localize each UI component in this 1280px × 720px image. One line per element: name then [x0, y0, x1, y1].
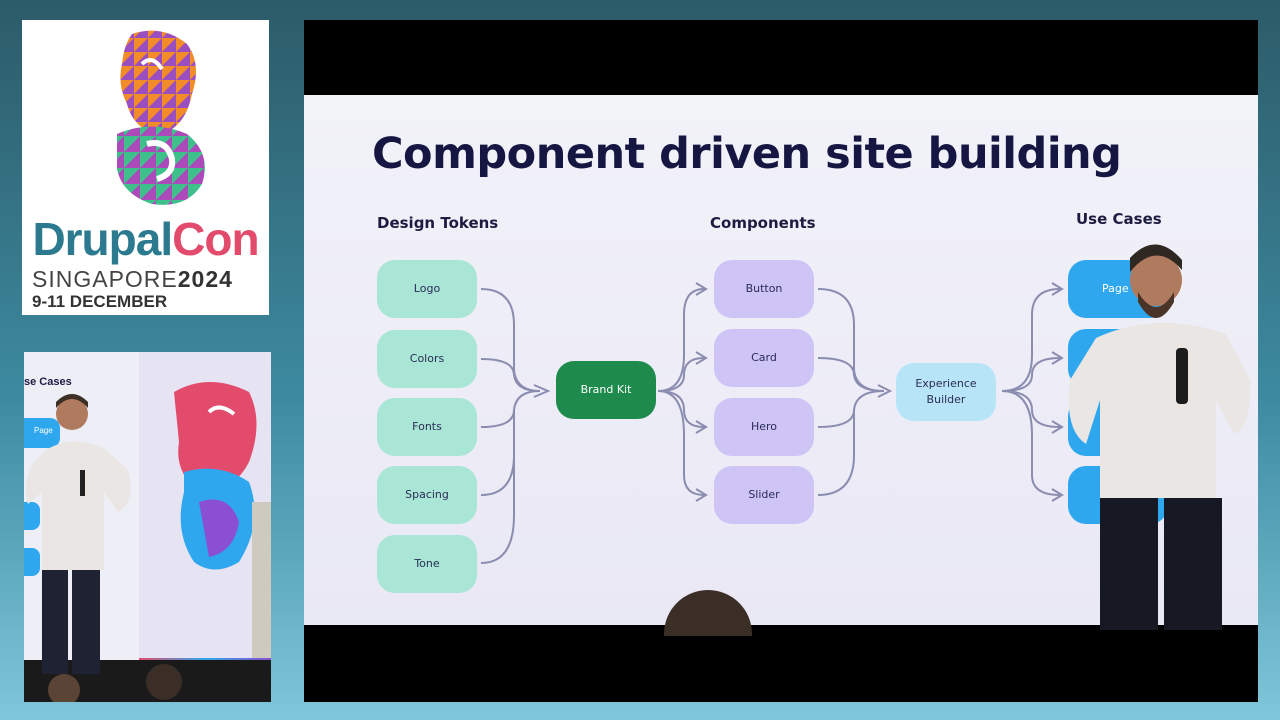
token-logo: Logo: [377, 260, 477, 318]
token-spacing: Spacing: [377, 466, 477, 524]
merlion-logo-art: [117, 30, 205, 205]
column-header-components: Components: [710, 214, 816, 232]
event-dates: 9-11 DECEMBER: [32, 292, 168, 311]
podium: [252, 502, 271, 662]
experience-builder-line-1: Experience: [915, 377, 977, 390]
speaker-camera-view: se Cases Page: [24, 352, 271, 702]
component-button: Button: [714, 260, 814, 318]
slide-title: Component driven site building: [372, 129, 1122, 179]
component-card: Card: [714, 329, 814, 387]
speaker-figure: [26, 394, 182, 702]
column-header-design-tokens: Design Tokens: [377, 214, 499, 232]
token-colors: Colors: [377, 330, 477, 388]
component-slider: Slider: [714, 466, 814, 524]
experience-builder-node: Experience Builder: [896, 363, 996, 421]
brand-kit-node: Brand Kit: [556, 361, 656, 419]
drupalcon-wordmark: DrupalCon: [32, 213, 259, 265]
cam-page-pill: Page: [24, 418, 60, 448]
cam-screen-background: [139, 352, 271, 672]
flow-connectors: [480, 282, 1064, 564]
cam-merlion-art: [174, 382, 257, 570]
component-hero: Hero: [714, 398, 814, 456]
drupalcon-logo-panel: DrupalCon SINGAPORE2024 9-11 DECEMBER: [22, 20, 269, 315]
event-city: SINGAPORE2024: [32, 266, 233, 292]
token-fonts: Fonts: [377, 398, 477, 456]
cam-pill: [24, 548, 40, 576]
cam-slide-label: se Cases: [24, 376, 72, 388]
cam-pill: [24, 502, 40, 530]
token-tone: Tone: [377, 535, 477, 593]
column-header-use-cases: Use Cases: [1076, 210, 1162, 228]
presenter-figure: [1068, 244, 1251, 630]
experience-builder-line-2: Builder: [926, 393, 966, 406]
